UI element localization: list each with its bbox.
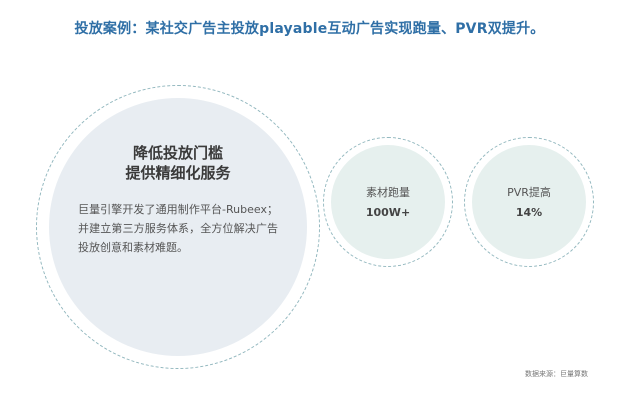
stat-disc bbox=[331, 145, 445, 259]
feature-title-line2: 提供精细化服务 bbox=[125, 164, 231, 182]
feature-dashed-ring bbox=[36, 85, 320, 369]
stat-dashed-ring bbox=[464, 137, 594, 267]
headline: 投放案例：某社交广告主投放playable互动广告实现跑量、PVR双提升。 bbox=[74, 21, 545, 37]
data-source-note: 数据来源：巨量算数 bbox=[525, 370, 588, 378]
feature-disc bbox=[49, 98, 307, 356]
stat-label: PVR提高 bbox=[507, 186, 551, 199]
stat-value: 14% bbox=[515, 206, 543, 219]
feature-title: 降低投放门槛 提供精细化服务 bbox=[49, 143, 307, 183]
stat-disc bbox=[472, 145, 586, 259]
feature-description: 巨量引擎开发了通用制作平台-Rubeex；并建立第三方服务体系，全方位解决广告投… bbox=[78, 203, 278, 254]
stat-dashed-ring bbox=[323, 137, 453, 267]
stat-label: 素材跑量 bbox=[366, 186, 410, 199]
feature-title-line1: 降低投放门槛 bbox=[132, 144, 223, 162]
stat-value: 100W+ bbox=[365, 206, 411, 219]
